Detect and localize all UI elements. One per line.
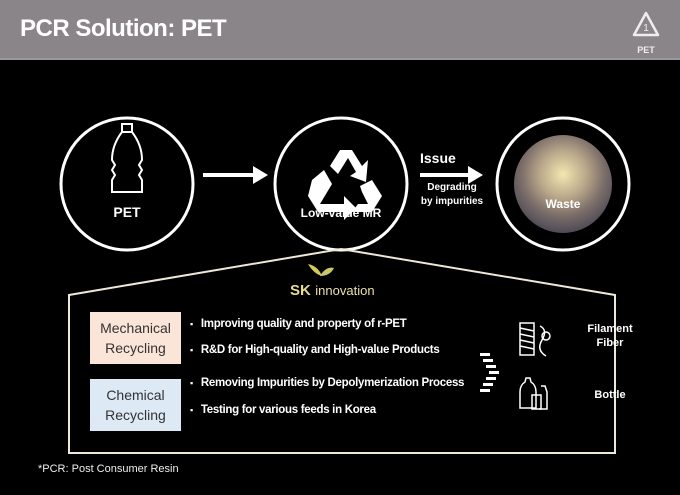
dotted-chevron-icon (480, 353, 499, 392)
mechanical-bullet: R&D for High-quality and High-value Prod… (190, 344, 440, 356)
issue-title: Issue (420, 150, 456, 166)
pet-label: PET (113, 204, 141, 220)
filament-spool-icon (519, 322, 551, 357)
svg-text:1: 1 (643, 23, 649, 34)
issue-detail-2: by impurities (420, 196, 484, 207)
pet-logo-label: PET (637, 45, 655, 55)
waste-label: Waste (545, 197, 581, 211)
chemical-bullet: Testing for various feeds in Korea (190, 404, 376, 416)
recycle-triangle-icon: 1 (632, 11, 660, 37)
pet-circle (59, 116, 195, 252)
arrow-right-icon (203, 166, 268, 184)
chemical-bullet: Removing Impurities by Depolymerization … (190, 377, 465, 389)
arrow-right-icon (420, 166, 483, 184)
bottle-label: Bottle (594, 389, 626, 401)
footnote: *PCR: Post Consumer Resin (38, 463, 179, 475)
low-value-mr-label: Low-value MR (300, 206, 382, 220)
mechanical-bullet: Improving quality and property of r-PET (190, 318, 407, 330)
bottle-icon (110, 123, 144, 193)
sk-innovation-frame (68, 247, 616, 454)
recycle-icon (308, 150, 382, 220)
page-title: PCR Solution: PET (20, 15, 227, 42)
sk-innovation-logo: SK innovation (290, 282, 375, 299)
mr-circle (273, 116, 409, 252)
issue-detail-1: Degrading (427, 182, 477, 193)
pet-recycling-logo: 1 PET (628, 10, 664, 55)
sk-logo-icon (308, 264, 334, 276)
header-bar: PCR Solution: PET 1 PET (0, 0, 680, 60)
waste-image (514, 135, 612, 233)
waste-circle (495, 116, 631, 252)
bottles-icon (519, 377, 548, 410)
